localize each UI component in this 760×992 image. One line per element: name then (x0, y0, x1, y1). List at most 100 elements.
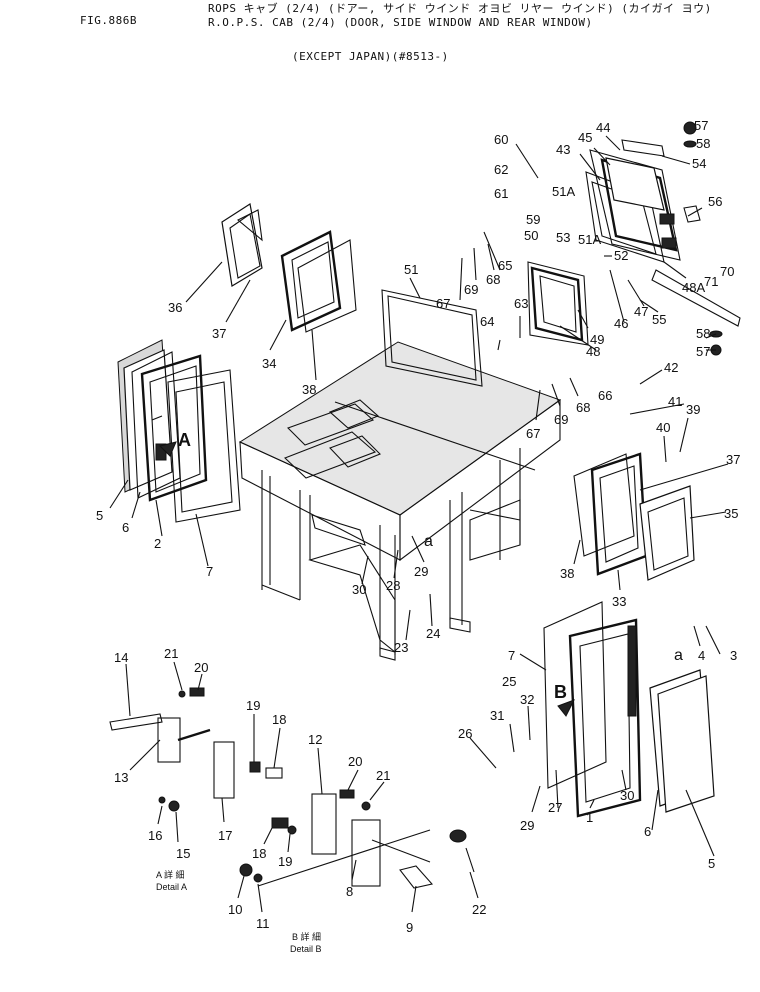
callout-29-2: 29 (520, 818, 534, 833)
callout-21-2: 21 (376, 768, 390, 783)
callout-20: 20 (194, 660, 208, 675)
callout-41: 41 (668, 394, 682, 409)
callout-11: 11 (256, 916, 270, 931)
callout-68: 68 (486, 272, 500, 287)
callout-8: 8 (346, 884, 353, 899)
callout-1: 1 (586, 810, 593, 825)
callout-51a: 51A (552, 184, 575, 199)
callout-58: 58 (696, 136, 710, 151)
callout-54: 54 (692, 156, 706, 171)
callout-9: 9 (406, 920, 413, 935)
callout-36: 36 (168, 300, 182, 315)
callout-30: 30 (352, 582, 366, 597)
callout-53: 53 (556, 230, 570, 245)
callout-37: 37 (212, 326, 226, 341)
detail-a-label: Detail A (156, 882, 187, 892)
callout-57: 57 (694, 118, 708, 133)
callout-45: 45 (578, 130, 592, 145)
callout-3: 3 (730, 648, 737, 663)
leader-lines (109, 135, 729, 913)
callout-16: 16 (148, 828, 162, 843)
callout-32: 32 (520, 692, 534, 707)
view-marker-a: A (178, 430, 191, 450)
callout-65: 65 (498, 258, 512, 273)
rear-window-frame (381, 289, 483, 387)
callout-37-2: 37 (726, 452, 740, 467)
callout-23: 23 (394, 640, 408, 655)
title-japanese: ROPS キャブ (2/4) (ドアー, サイド ウインド オヨビ リヤー ウイ… (208, 2, 712, 15)
callout-56: 56 (708, 194, 722, 209)
callout-55: 55 (652, 312, 666, 327)
callout-58-2: 58 (696, 326, 710, 341)
callout-59: 59 (526, 212, 540, 227)
callout-29: 29 (414, 564, 428, 579)
callout-67-2: 67 (526, 426, 540, 441)
callout-51a-2: 51A (578, 232, 601, 247)
left-door-assembly (117, 339, 241, 523)
callout-63: 63 (514, 296, 528, 311)
callout-66: 66 (598, 388, 612, 403)
callout-5: 5 (96, 508, 103, 523)
detail-b-label: Detail B (290, 944, 322, 954)
callout-48a: 48A (682, 280, 705, 295)
right-upper-side-windows (573, 452, 695, 581)
callout-19: 19 (246, 698, 260, 713)
callout-2: 2 (154, 536, 161, 551)
callout-12: 12 (308, 732, 322, 747)
callout-22: 22 (472, 902, 486, 917)
callout-38-2: 38 (560, 566, 574, 581)
callout-62: 62 (494, 162, 508, 177)
callout-52: 52 (614, 248, 628, 263)
callout-5-2: 5 (708, 856, 715, 871)
callout-48: 48 (586, 344, 600, 359)
callout-70: 70 (720, 264, 734, 279)
callout-27: 27 (548, 800, 562, 815)
callout-60: 60 (494, 132, 508, 147)
callout-68-2: 68 (576, 400, 590, 415)
callout-67: 67 (436, 296, 450, 311)
callout-71: 71 (704, 274, 718, 289)
callout-7-2: 7 (508, 648, 515, 663)
callout-6: 6 (122, 520, 129, 535)
callout-43: 43 (556, 142, 570, 157)
callout-18-2: 18 (252, 846, 266, 861)
callout-20-2: 20 (348, 754, 362, 769)
callout-10: 10 (228, 902, 242, 917)
callout-15: 15 (176, 846, 190, 861)
callout-69-2: 69 (554, 412, 568, 427)
callout-42: 42 (664, 360, 678, 375)
callout-69: 69 (464, 282, 478, 297)
figure-number: FIG.886B (80, 14, 137, 27)
callout-30-2: 30 (620, 788, 634, 803)
callout-47: 47 (634, 304, 648, 319)
callout-21: 21 (164, 646, 178, 661)
callout-34: 34 (262, 356, 276, 371)
detail-a-latch (109, 687, 283, 812)
callout-39: 39 (686, 402, 700, 417)
callout-17: 17 (218, 828, 232, 843)
title-english: R.O.P.S. CAB (2/4) (DOOR, SIDE WINDOW AN… (208, 16, 593, 29)
callout-64: 64 (480, 314, 494, 329)
view-marker-b: B (554, 682, 567, 702)
right-door-assembly (543, 601, 715, 818)
callout-46: 46 (614, 316, 628, 331)
callout-19-2: 19 (278, 854, 292, 869)
callout-49: 49 (590, 332, 604, 347)
callout-18: 18 (272, 712, 286, 727)
callout-40: 40 (656, 420, 670, 435)
detail-b-label-jp: B 詳 細 (292, 931, 321, 942)
view-ref-a-cab: a (424, 533, 433, 550)
view-ref-a-door: a (674, 647, 683, 664)
callout-14: 14 (114, 650, 128, 665)
callout-13: 13 (114, 770, 128, 785)
upper-side-windows (221, 203, 357, 333)
small-window-assembly (527, 261, 589, 346)
callout-4: 4 (698, 648, 705, 663)
callout-61: 61 (494, 186, 508, 201)
detail-b-latch (239, 789, 475, 889)
callout-28: 28 (386, 578, 400, 593)
callout-6-2: 6 (644, 824, 651, 839)
callout-31: 31 (490, 708, 504, 723)
